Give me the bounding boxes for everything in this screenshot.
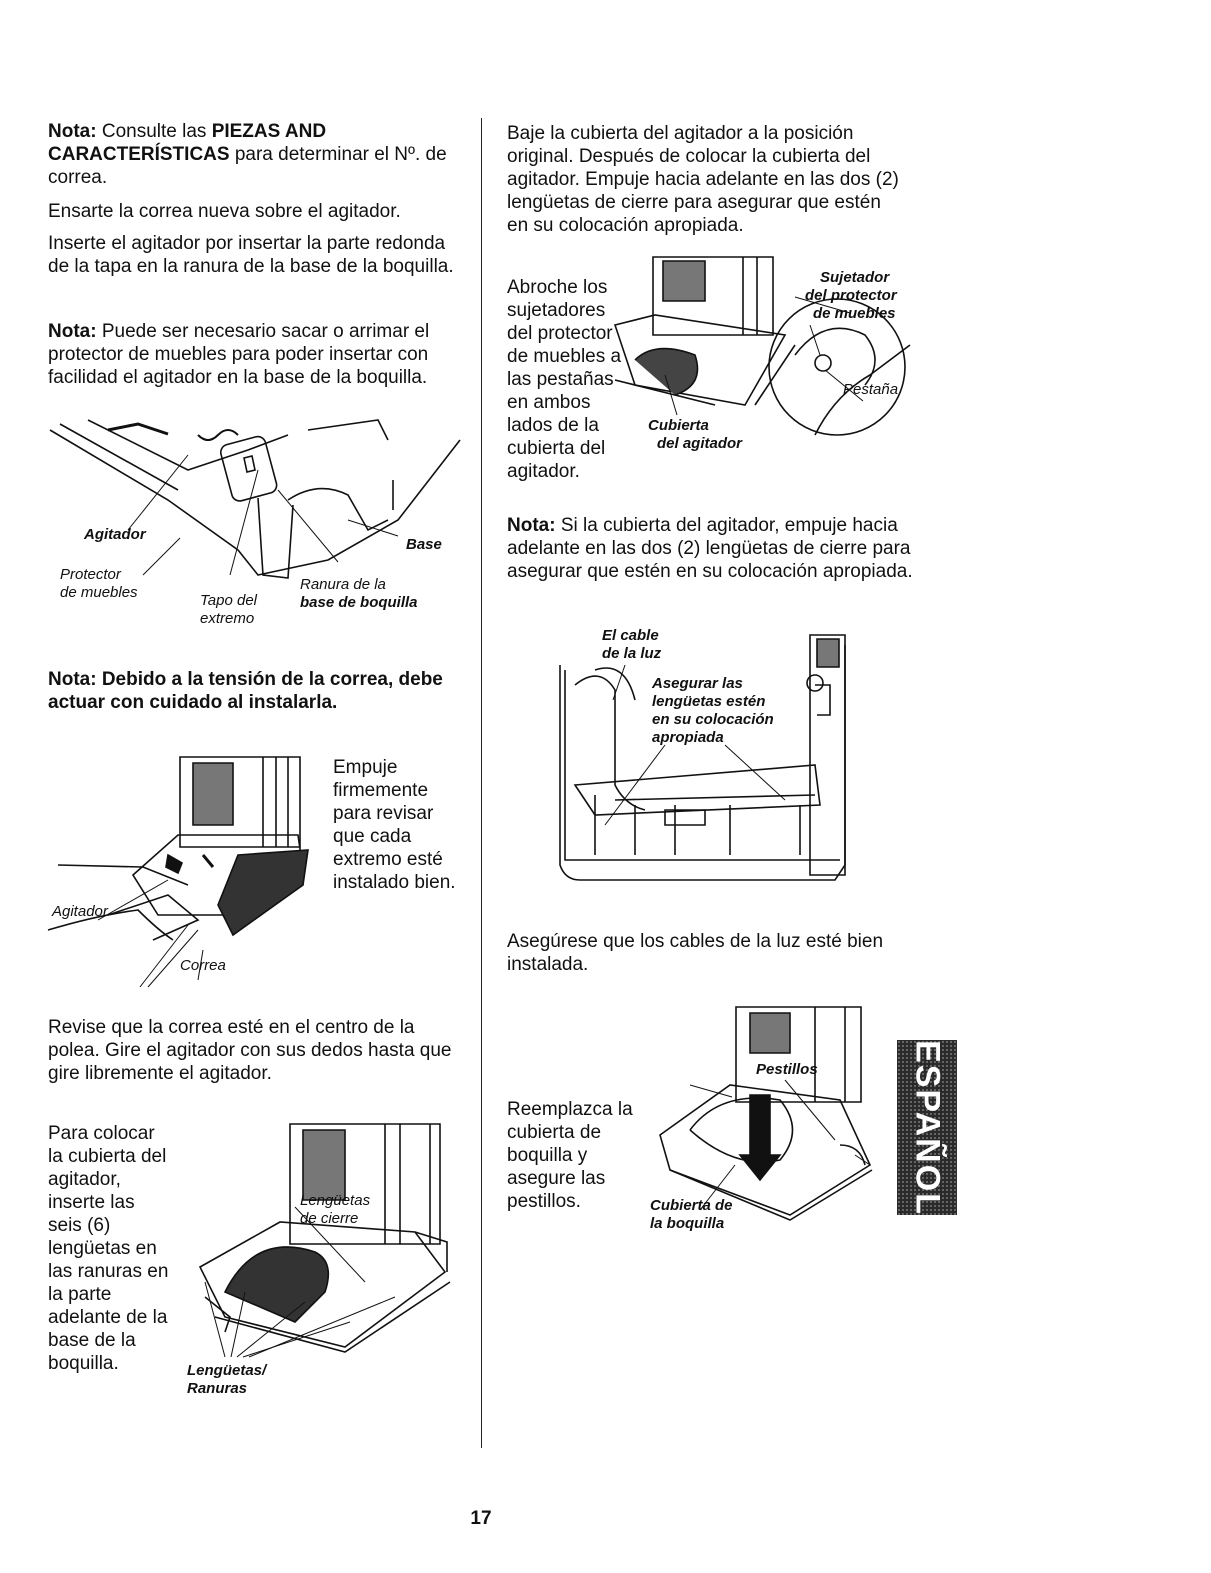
- label-cubierta-de: Cubierta de: [650, 1197, 733, 1214]
- note-push-tabs: Nota: Si la cubierta del agitador, empuj…: [507, 515, 913, 582]
- replace-nozzle-cover-text: Reemplazca la cubierta de boquilla y ase…: [507, 1099, 633, 1212]
- label-agitador: Agitador: [84, 526, 146, 543]
- cable-routing-drawing: [555, 625, 855, 885]
- light-cable-figure: El cable de la luz Asegurar las lengüeta…: [555, 625, 855, 885]
- check-belt-text: Revise que la correa esté en el centro d…: [48, 1017, 452, 1084]
- push-firmly-text: Empuje firmemente para revisar que cada …: [333, 757, 456, 893]
- label-el-cable: El cable: [602, 627, 659, 644]
- label-lenguetas: Lengüetas: [300, 1192, 371, 1209]
- label-protector: Protector: [60, 566, 121, 583]
- cover-tabs-drawing: [185, 1122, 460, 1402]
- language-tab: ESPAÑOL: [897, 1040, 957, 1215]
- label-de-la-luz: de la luz: [602, 645, 662, 662]
- label-cubierta: Cubierta: [648, 417, 709, 434]
- label-del-agitador: del agitador: [657, 435, 743, 452]
- label-de-muebles-r: de muebles: [813, 305, 896, 322]
- label-base: Base: [406, 536, 442, 553]
- label-en-su-colocacion: en su colocación: [652, 711, 774, 728]
- thread-belt-text: Ensarte la correa nueva sobre el agitado…: [48, 201, 401, 222]
- insert-agitator-text: Inserte el agitador por insertar la part…: [48, 233, 454, 277]
- label-sujetador: Sujetador: [820, 269, 890, 286]
- label-correa: Correa: [180, 957, 226, 974]
- label-de-cierre: de cierre: [300, 1210, 359, 1227]
- lower-cover-text: Baje la cubierta del agitador a la posic…: [507, 123, 899, 236]
- note-furniture-guard: Nota: Puede ser necesario sacar o arrima…: [48, 321, 430, 388]
- furniture-guard-clip-figure: Sujetador del protector de muebles Cubie…: [615, 255, 915, 465]
- column-divider: [481, 118, 482, 1448]
- nozzle-cover-figure: Pestillos Cubierta de la boquilla: [640, 1005, 880, 1240]
- push-agitator-figure: Agitador Correa: [48, 755, 328, 990]
- vacuum-push-drawing: [48, 755, 328, 990]
- language-tab-label: ESPAÑOL: [908, 1039, 947, 1216]
- cables-installed-text: Asegúrese que los cables de la luz esté …: [507, 931, 884, 975]
- label-lenguetas-ranuras: Lengüetas/: [187, 1362, 267, 1379]
- page-number: 17: [470, 1508, 492, 1529]
- fasten-clips-text: Abroche los sujetadores del protector de…: [507, 277, 622, 482]
- label-base-de-boquilla: base de boquilla: [300, 594, 418, 611]
- label-pestana: Pestaña: [843, 381, 899, 398]
- label-ranura: Ranura de la: [300, 576, 386, 593]
- label-lenguetas-esten: lengüetas estén: [652, 693, 766, 710]
- nozzle-base-drawing: [48, 410, 468, 630]
- clip-detail-drawing: [615, 255, 915, 465]
- label-apropiada: apropiada: [652, 729, 724, 746]
- label-pestillos: Pestillos: [756, 1061, 818, 1078]
- agitator-cover-figure: Lengüetas de cierre Lengüetas/ Ranuras: [185, 1122, 460, 1402]
- note-belt-tension: Nota: Debido a la tensión de la correa, …: [48, 669, 443, 713]
- label-la-boquilla: la boquilla: [650, 1215, 725, 1232]
- place-agitator-cover-text: Para colocar la cubierta del agitador, i…: [48, 1123, 169, 1374]
- label-ranuras: Ranuras: [187, 1380, 248, 1397]
- note-belt-number: Nota: Consulte las PIEZAS AND CARACTERÍS…: [48, 121, 447, 188]
- label-agitador-2: Agitador: [52, 903, 108, 920]
- agitator-install-figure: Agitador Protector de muebles Tapo del e…: [48, 410, 468, 630]
- label-asegurar: Asegurar las: [652, 675, 743, 692]
- label-del-protector: del protector: [805, 287, 897, 304]
- nozzle-cover-drawing: [640, 1005, 880, 1240]
- label-de-muebles: de muebles: [60, 584, 138, 601]
- label-extremo: extremo: [200, 610, 255, 627]
- label-tapo-del: Tapo del: [200, 592, 257, 609]
